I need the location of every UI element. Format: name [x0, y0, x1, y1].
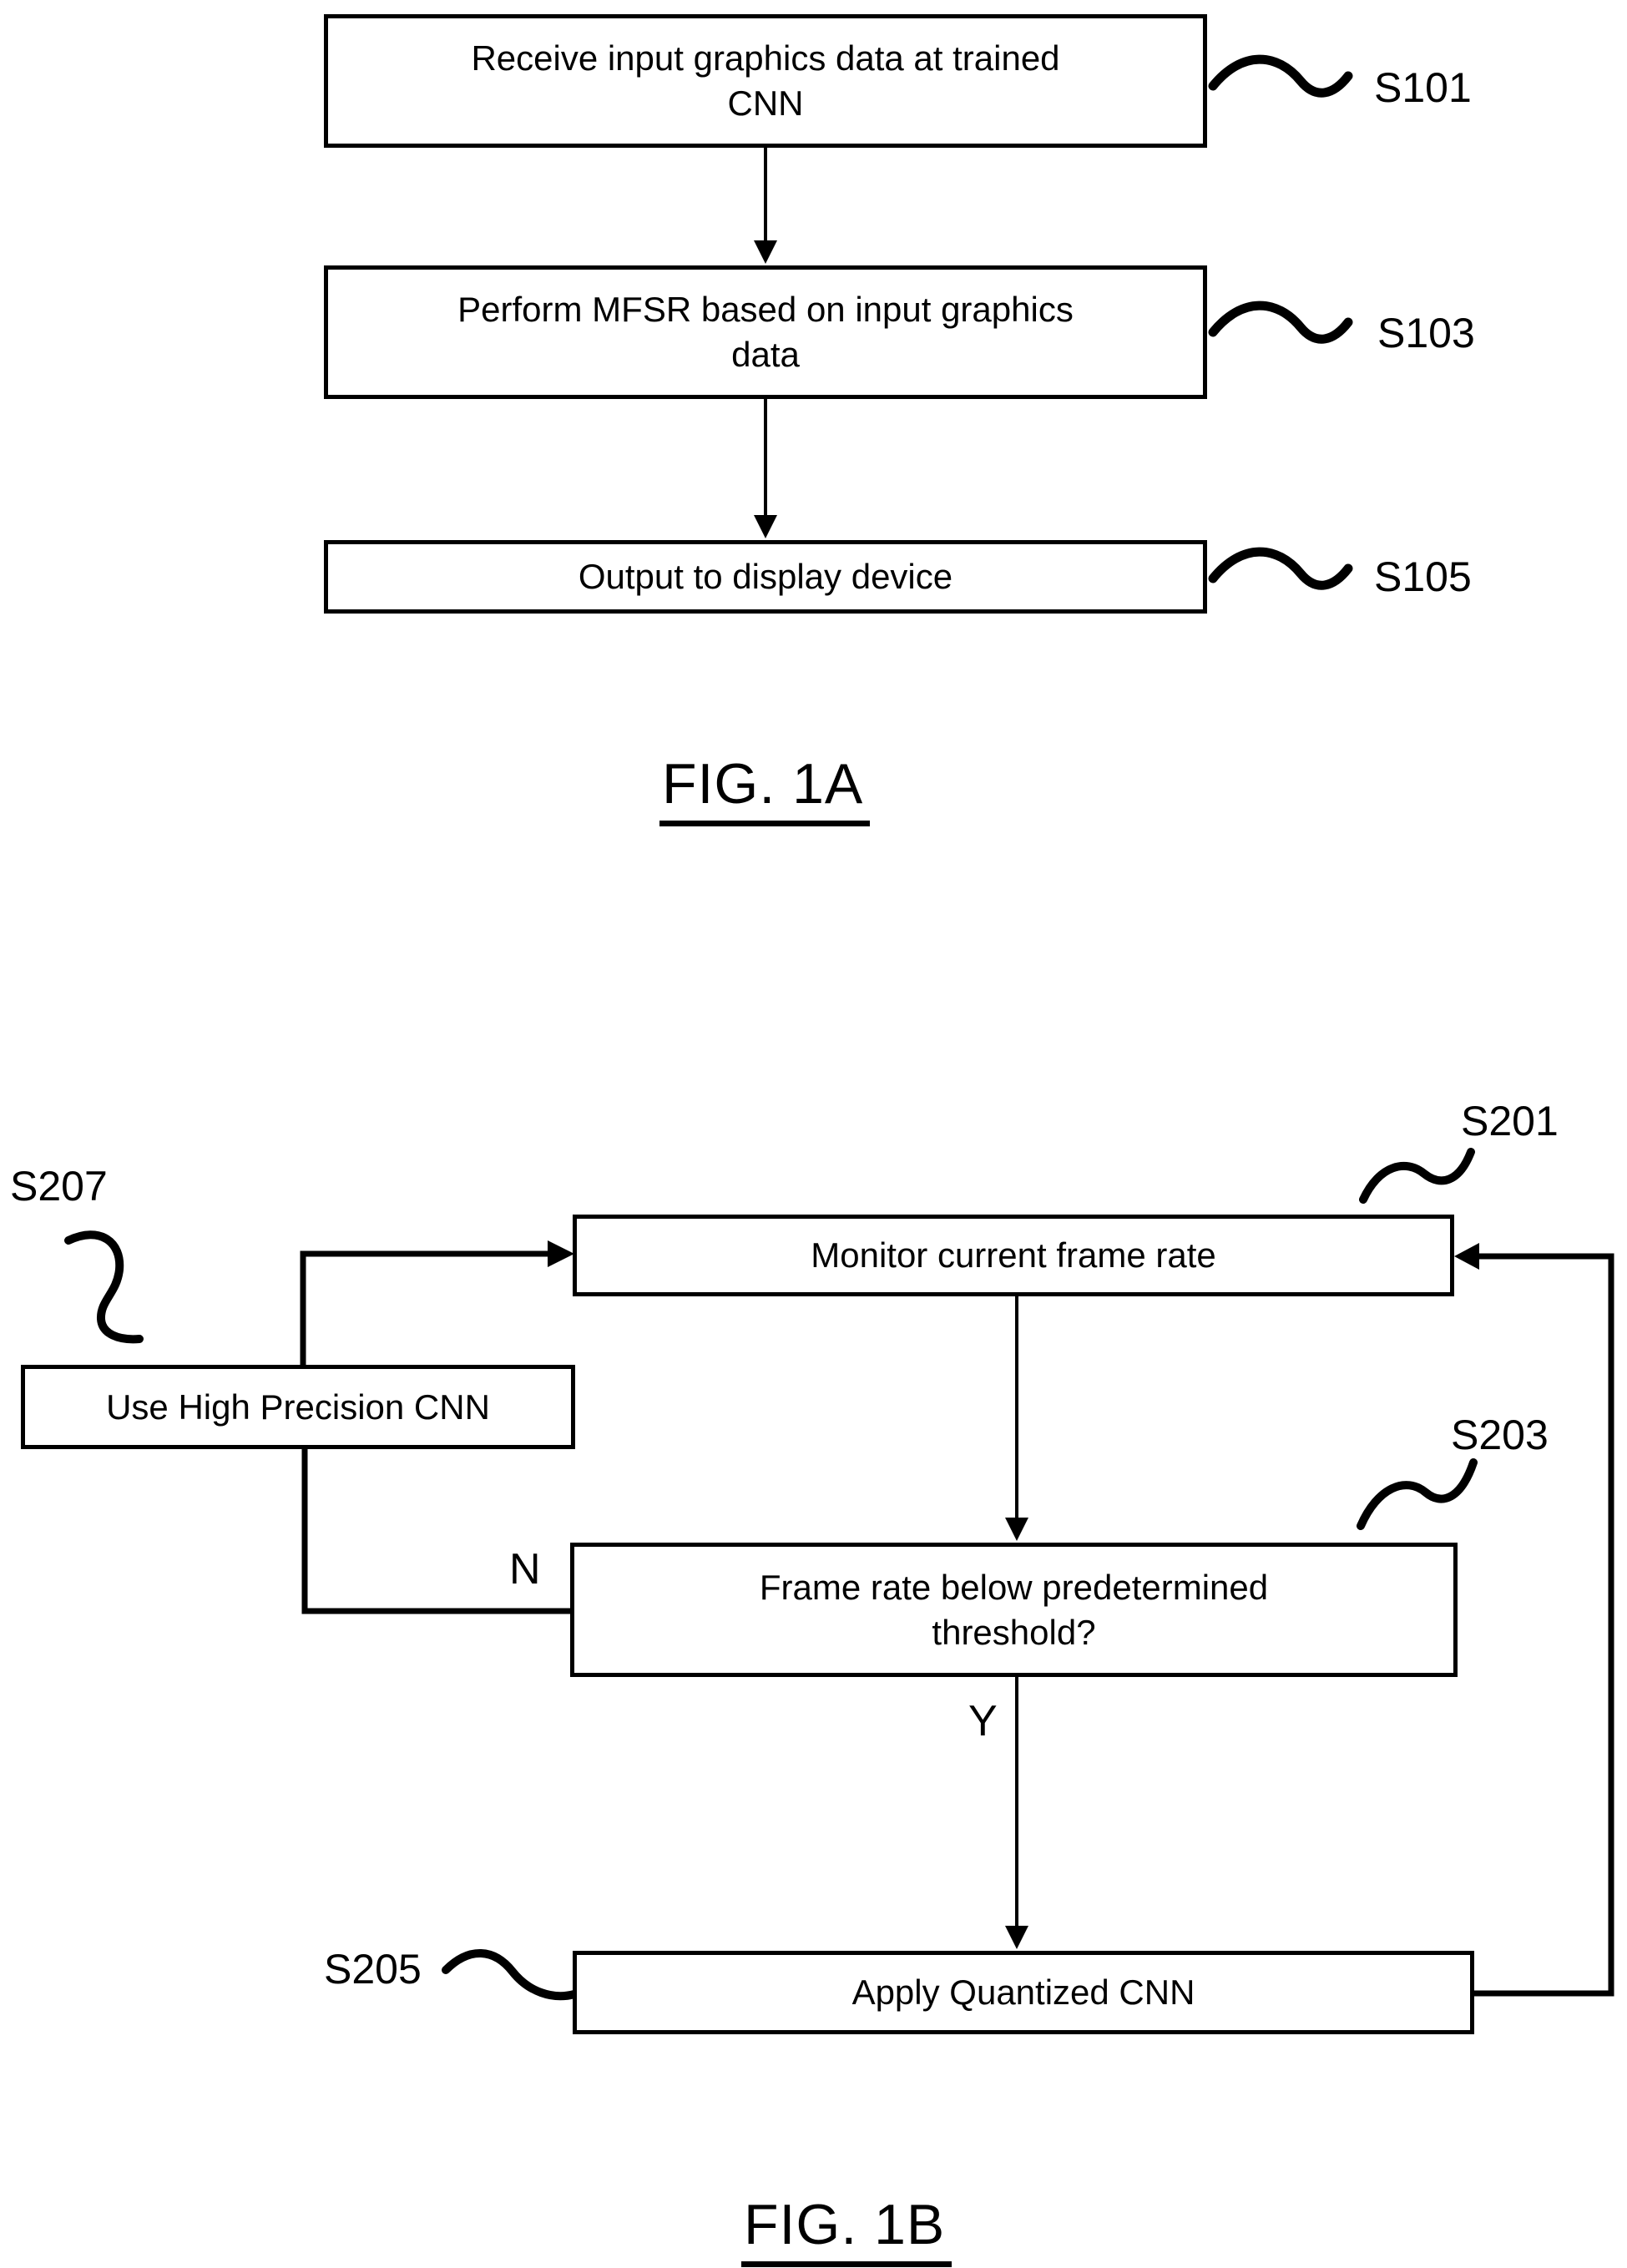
tilde-connector-s203 [1357, 1458, 1478, 1530]
tilde-connector-s201 [1359, 1148, 1475, 1204]
arrow-step2-to-step3-head [754, 515, 777, 538]
figure-caption-1b: FIG. 1B [741, 2192, 952, 2267]
tilde-connector-s103 [1208, 301, 1353, 344]
arrowhead-into-monitor-left [548, 1240, 574, 1267]
step-label-s103: S103 [1377, 310, 1475, 356]
flow-box-frame-rate-threshold: Frame rate below predetermined threshold… [570, 1543, 1458, 1677]
arrowhead-into-monitor-right [1454, 1243, 1479, 1270]
feedback-line-apply-to-monitor [1468, 1253, 1614, 1997]
flow-box-monitor-frame-rate: Monitor current frame rate [573, 1215, 1454, 1296]
flow-box-frame-rate-threshold-line2: threshold? [932, 1612, 1096, 1652]
flow-box-receive-input-line2: CNN [727, 83, 804, 123]
tilde-connector-s101 [1208, 54, 1353, 98]
figure-caption-1a: FIG. 1A [659, 751, 871, 826]
tilde-connector-s207 [64, 1230, 144, 1344]
arrow-threshold-to-apply-head [1005, 1926, 1028, 1949]
flow-box-perform-mfsr-line1: Perform MFSR based on input graphics [457, 290, 1074, 330]
step-label-s205: S205 [324, 1946, 422, 1993]
flow-box-receive-input-line1: Receive input graphics data at trained [471, 38, 1060, 78]
feedback-line-highprecision-to-monitor [300, 1250, 551, 1366]
flow-box-perform-mfsr: Perform MFSR based on input graphics dat… [324, 265, 1207, 399]
flow-box-perform-mfsr-line2: data [731, 335, 800, 374]
flow-box-receive-input: Receive input graphics data at trained C… [324, 14, 1207, 148]
step-label-s203: S203 [1451, 1412, 1549, 1458]
step-label-s105: S105 [1374, 553, 1472, 600]
branch-label-yes: Y [968, 1697, 998, 1745]
arrow-step1-to-step2-head [754, 240, 777, 264]
flow-box-use-high-precision-cnn: Use High Precision CNN [21, 1365, 575, 1449]
flow-box-output-display-line1: Output to display device [578, 557, 953, 597]
flow-box-use-high-precision-cnn-line1: Use High Precision CNN [106, 1387, 490, 1427]
flow-box-monitor-frame-rate-line1: Monitor current frame rate [811, 1235, 1216, 1275]
flow-box-frame-rate-threshold-line1: Frame rate below predetermined [759, 1567, 1269, 1607]
tilde-connector-s205 [442, 1949, 579, 2001]
flow-box-output-display: Output to display device [324, 540, 1207, 614]
step-label-s101: S101 [1374, 64, 1472, 111]
branch-label-no: N [509, 1545, 541, 1594]
step-label-s207: S207 [10, 1163, 108, 1210]
step-label-s201: S201 [1461, 1098, 1559, 1144]
flow-box-apply-quantized-cnn-line1: Apply Quantized CNN [851, 1973, 1195, 2013]
tilde-connector-s105 [1208, 547, 1353, 590]
arrow-monitor-to-threshold-head [1005, 1518, 1028, 1541]
feedback-line-threshold-n-to-highprecision [301, 1447, 573, 1614]
flow-box-apply-quantized-cnn: Apply Quantized CNN [573, 1951, 1474, 2034]
